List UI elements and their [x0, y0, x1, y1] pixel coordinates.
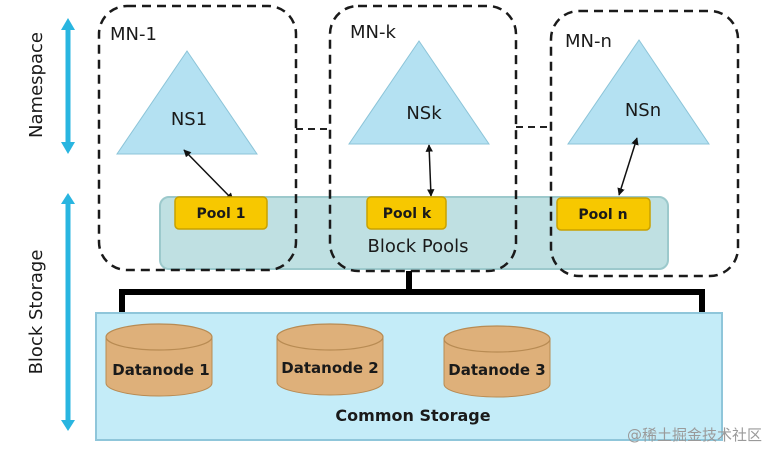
namespace-label-n: NSn [625, 100, 661, 121]
ns-pool-arrow-n [617, 137, 639, 196]
block-storage-axis-arrow [61, 193, 75, 431]
datanode-3 [443, 325, 551, 398]
namenode-box-k [328, 4, 518, 273]
namenode-label-1: MN-1 [110, 24, 157, 45]
pool-k [366, 196, 447, 230]
common-storage-label: Common Storage [335, 406, 490, 425]
namenode-box-1 [97, 4, 298, 272]
namespace-label-k: NSk [406, 103, 442, 124]
datanode-2 [276, 323, 384, 396]
ns-pool-arrow-1 [183, 149, 234, 201]
datanode-label-2: Datanode 2 [281, 359, 378, 377]
namespace-axis-arrow [61, 18, 75, 154]
pool-label-k: Pool k [383, 206, 432, 222]
watermark: @稀土掘金技术社区 [627, 426, 762, 444]
namespace-label: Namespace [26, 32, 47, 138]
pool-label-1: Pool 1 [197, 206, 246, 222]
datanode-label-3: Datanode 3 [448, 361, 545, 379]
datanode-1 [105, 323, 213, 397]
namenode-label-n: MN-n [565, 31, 612, 52]
pool-n [556, 197, 651, 231]
namespace-label-1: NS1 [171, 109, 207, 130]
block-pools-label: Block Pools [367, 236, 468, 257]
namenode-box-n [549, 9, 740, 278]
namenode-label-k: MN-k [350, 22, 396, 43]
pool-1 [174, 196, 268, 230]
block-storage-label: Block Storage [26, 250, 47, 375]
namespace-triangle-1 [116, 50, 258, 155]
namespace-triangle-k [348, 40, 490, 145]
ns-pool-arrow-k [425, 144, 435, 197]
storage-bracket-connector [119, 271, 705, 316]
datanode-label-1: Datanode 1 [112, 361, 209, 379]
namespace-triangle-n [567, 39, 710, 145]
pool-label-n: Pool n [578, 207, 627, 223]
